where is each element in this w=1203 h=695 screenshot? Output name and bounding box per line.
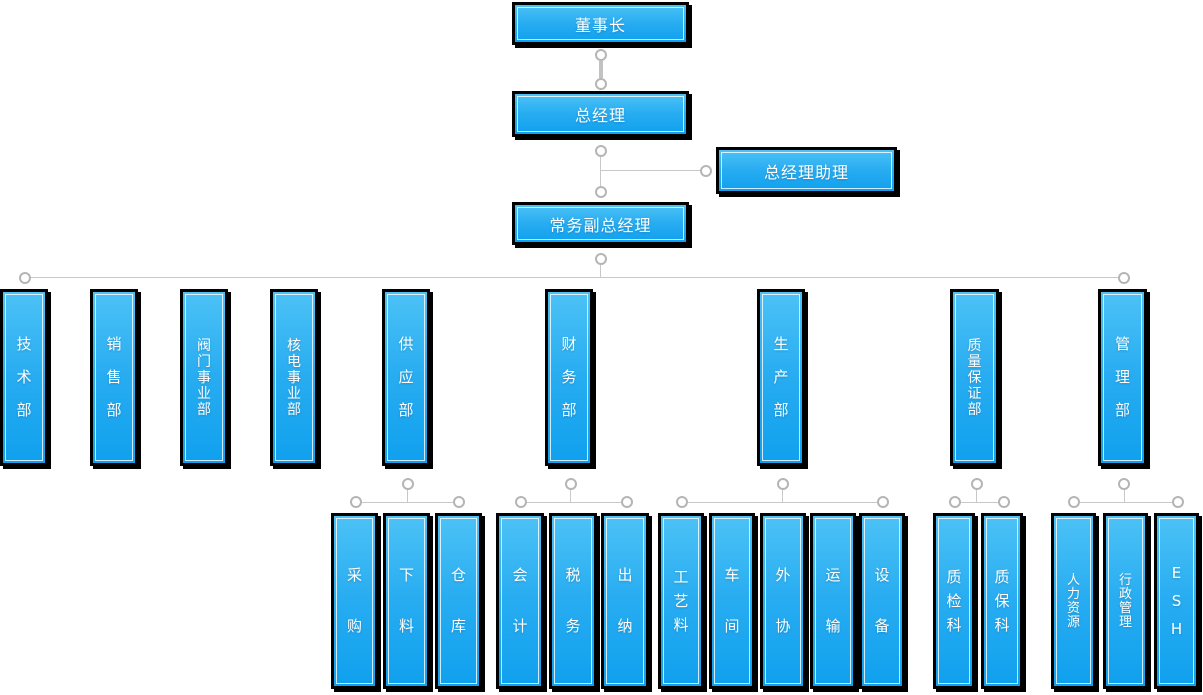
org-node-transport[interactable]: 运输 [810, 513, 856, 689]
connector-dot [595, 49, 607, 61]
connector-dot [676, 496, 688, 508]
org-node-warehouse[interactable]: 仓库 [435, 513, 482, 689]
connector-dot [595, 145, 607, 157]
connector-line [407, 490, 408, 502]
connector-line [976, 490, 977, 502]
node-label: 下料 [398, 566, 414, 635]
org-node-human-resources[interactable]: 人力资源 [1051, 513, 1096, 689]
connector-line [1074, 502, 1178, 503]
node-label: 运输 [825, 566, 841, 635]
org-node-outsourcing[interactable]: 外协 [760, 513, 806, 689]
org-node-dept-sales[interactable]: 销售部 [90, 289, 138, 466]
node-label: 质保科 [994, 567, 1010, 634]
node-label: 核电事业部 [287, 337, 301, 418]
node-label: 总经理 [574, 106, 626, 125]
connector-dot [565, 478, 577, 490]
connector-dot [1068, 496, 1080, 508]
connector-dot [1118, 272, 1130, 284]
org-node-accounting[interactable]: 会计 [496, 513, 544, 689]
connector-dot [949, 496, 961, 508]
connector-dot [1172, 496, 1184, 508]
org-node-equipment[interactable]: 设备 [859, 513, 905, 689]
node-label: 税务 [565, 566, 581, 635]
node-label: 出纳 [617, 566, 633, 635]
org-node-dept-quality-assurance[interactable]: 质量保证部 [950, 289, 999, 466]
node-label: 总经理助理 [763, 162, 849, 182]
connector-dot [777, 478, 789, 490]
org-node-dept-valve-division[interactable]: 阀门事业部 [180, 289, 228, 466]
connector-dot [998, 496, 1010, 508]
org-node-process-materials[interactable]: 工艺料 [658, 513, 704, 689]
org-node-gm-assistant[interactable]: 总经理助理 [716, 147, 897, 194]
node-label: 行政管理 [1118, 572, 1132, 630]
node-label: 管理部 [1114, 335, 1130, 419]
node-label: 常务副总经理 [549, 215, 652, 235]
org-node-workshop[interactable]: 车间 [709, 513, 755, 689]
connector-dot [19, 272, 31, 284]
connector-line [599, 61, 603, 78]
org-node-dept-management[interactable]: 管理部 [1098, 289, 1147, 466]
connector-line [600, 157, 601, 186]
org-node-dept-supply[interactable]: 供应部 [382, 289, 430, 466]
node-label: 技术部 [16, 335, 32, 419]
connector-dot [453, 496, 465, 508]
connector-dot [595, 78, 607, 90]
connector-line [25, 277, 1124, 278]
connector-dot [350, 496, 362, 508]
node-label: 车间 [724, 566, 740, 635]
org-node-dept-production[interactable]: 生产部 [757, 289, 805, 466]
connector-line [955, 502, 1004, 503]
node-label: 生产部 [773, 335, 789, 419]
org-node-administration[interactable]: 行政管理 [1103, 513, 1148, 689]
connector-line [601, 170, 706, 171]
node-label: 外协 [775, 566, 791, 635]
connector-dot [595, 253, 607, 265]
org-node-dept-technology[interactable]: 技术部 [0, 289, 48, 466]
org-node-dept-finance[interactable]: 财务部 [545, 289, 593, 466]
node-label: 工艺料 [673, 567, 689, 634]
node-label: 人力资源 [1066, 572, 1080, 630]
org-node-chairman[interactable]: 董事长 [512, 2, 689, 45]
org-node-general-manager[interactable]: 总经理 [512, 91, 689, 137]
connector-dot [621, 496, 633, 508]
org-node-tax[interactable]: 税务 [549, 513, 597, 689]
org-node-deputy-gm[interactable]: 常务副总经理 [512, 202, 689, 245]
node-label: 阀门事业部 [197, 337, 211, 418]
node-label: 财务部 [561, 335, 577, 419]
node-label: 设备 [874, 566, 890, 635]
connector-dot [971, 478, 983, 490]
connector-dot [1118, 478, 1130, 490]
connector-line [521, 502, 627, 503]
connector-dot [595, 186, 607, 198]
node-label: 会计 [512, 566, 528, 635]
node-label: 董事长 [574, 15, 626, 35]
org-node-procurement[interactable]: 采购 [331, 513, 378, 689]
org-node-material-cutting[interactable]: 下料 [383, 513, 430, 689]
connector-dot [515, 496, 527, 508]
connector-line [570, 490, 571, 502]
connector-dot [402, 478, 414, 490]
connector-line [356, 502, 459, 503]
org-node-quality-assurance-section[interactable]: 质保科 [981, 513, 1023, 689]
connector-dot [877, 496, 889, 508]
org-node-quality-inspection-section[interactable]: 质检科 [933, 513, 975, 689]
connector-line [782, 490, 783, 502]
node-label: 质量保证部 [967, 337, 982, 418]
node-label: 销售部 [106, 335, 122, 419]
node-label: 仓库 [450, 566, 466, 635]
org-node-dept-nuclear-division[interactable]: 核电事业部 [270, 289, 318, 466]
node-label: 供应部 [398, 335, 414, 419]
node-label: 质检科 [946, 567, 962, 634]
connector-line [682, 502, 883, 503]
connector-dot [700, 165, 712, 177]
node-label: 采购 [346, 566, 362, 635]
connector-line [600, 265, 601, 277]
org-node-cashier[interactable]: 出纳 [601, 513, 649, 689]
connector-line [1124, 490, 1125, 502]
